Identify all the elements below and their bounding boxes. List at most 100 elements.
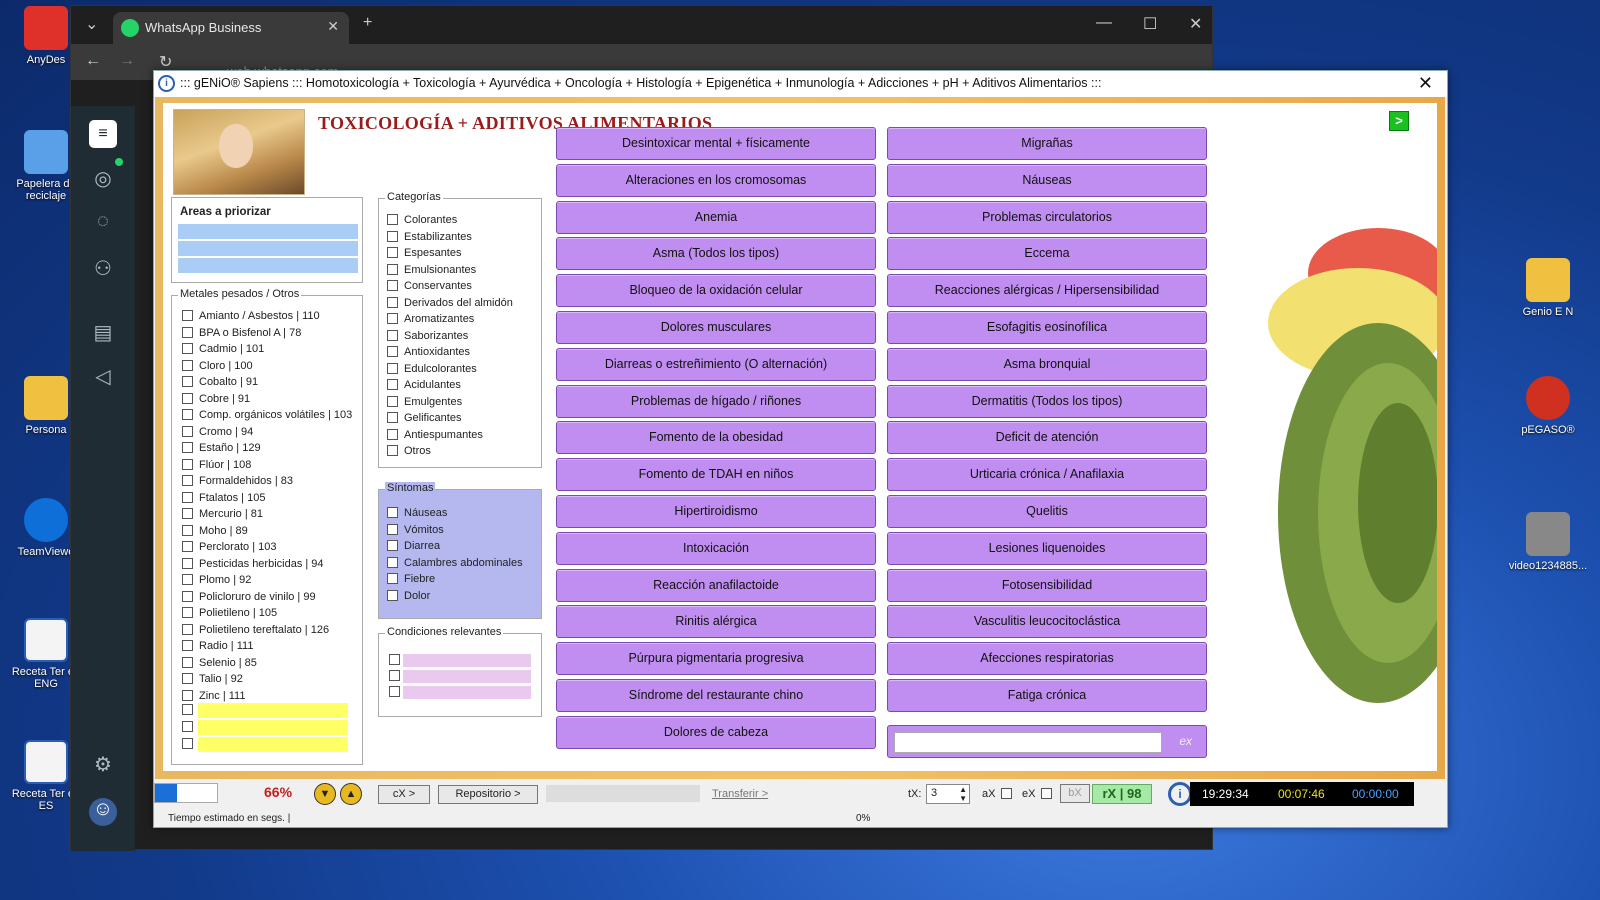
category-item[interactable]: Emulsionantes [387, 263, 476, 280]
checkbox[interactable] [182, 590, 193, 602]
new-tab-icon[interactable]: + [363, 14, 373, 31]
category-item[interactable]: Colorantes [387, 214, 457, 230]
checkbox[interactable] [182, 442, 193, 453]
category-item[interactable]: Saborizantes [387, 329, 468, 346]
checkbox[interactable] [387, 296, 398, 308]
profile-avatar[interactable]: ☺ [89, 798, 117, 826]
metal-extra-2[interactable] [182, 721, 199, 737]
checkbox[interactable] [182, 721, 193, 732]
checkbox[interactable] [182, 524, 193, 536]
metal-extra-field-1[interactable] [198, 703, 348, 718]
metal-extra-3[interactable] [182, 738, 199, 754]
desktop-icon-teamviewer[interactable]: TeamViewe [6, 498, 86, 558]
metal-item[interactable]: Polietileno tereftalato | 126 [182, 623, 329, 640]
search-input[interactable] [894, 732, 1162, 753]
metal-item[interactable]: BPA o Bisfenol A | 78 [182, 326, 301, 343]
condition-button[interactable]: Fotosensibilidad [887, 568, 1207, 602]
metal-item[interactable]: Plomo | 92 [182, 574, 251, 590]
condition-button[interactable]: Problemas de hígado / riñones [556, 384, 876, 418]
condition-button[interactable]: Diarreas o estreñimiento (O alternación) [556, 347, 876, 381]
condition-button[interactable]: Bloqueo de la oxidación celular [556, 274, 876, 308]
condition-button[interactable]: Náuseas [887, 163, 1207, 197]
checkbox[interactable] [182, 541, 193, 552]
area-bar-1[interactable] [178, 224, 358, 239]
desktop-icon-recycle-bin[interactable]: Papelera de reciclaje [6, 130, 86, 202]
metal-item[interactable]: Formaldehidos | 83 [182, 475, 293, 491]
minimize-icon[interactable]: — [1096, 14, 1112, 31]
maximize-icon[interactable]: ☐ [1143, 16, 1158, 33]
catalog-icon[interactable]: ▤ [93, 322, 113, 344]
chats-icon[interactable]: ≡ [89, 120, 117, 148]
status-icon[interactable]: ◎ [94, 168, 112, 190]
metal-item[interactable]: Estaño | 129 [182, 442, 261, 458]
metal-item[interactable]: Cromo | 94 [182, 425, 253, 442]
category-item[interactable]: Espesantes [387, 247, 461, 263]
cx-button[interactable]: cX > [378, 785, 430, 804]
metal-item[interactable]: Perclorato | 103 [182, 541, 276, 557]
condition-button[interactable]: Púrpura pigmentaria progresiva [556, 642, 876, 676]
checkbox[interactable] [387, 589, 398, 601]
symptom-item[interactable]: Diarrea [387, 540, 440, 556]
condition-button[interactable]: Dolores de cabeza [556, 715, 876, 749]
metal-item[interactable]: Radio | 111 [182, 640, 253, 656]
desktop-icon-anydesk[interactable]: AnyDes [6, 6, 86, 66]
metal-extra-field-2[interactable] [198, 720, 348, 735]
condition-button[interactable]: Intoxicación [556, 531, 876, 565]
info-button-icon[interactable]: i [1168, 782, 1192, 806]
ax-checkbox[interactable] [1001, 788, 1012, 799]
condition-button[interactable]: Reacciones alérgicas / Hipersensibilidad [887, 274, 1207, 308]
condition-button[interactable]: Síndrome del restaurante chino [556, 679, 876, 712]
reload-icon[interactable]: ↻ [159, 54, 173, 71]
checkbox[interactable] [387, 556, 398, 568]
metal-item[interactable]: Talio | 92 [182, 673, 243, 689]
condition-button[interactable]: Fomento de la obesidad [556, 421, 876, 455]
condition-button[interactable]: Lesiones liquenoides [887, 531, 1207, 565]
checkbox[interactable] [387, 313, 398, 324]
checkbox[interactable] [387, 329, 398, 341]
checkbox[interactable] [387, 263, 398, 275]
category-item[interactable]: Conservantes [387, 280, 472, 296]
checkbox[interactable] [182, 326, 193, 338]
close-window-icon[interactable]: ✕ [1189, 16, 1203, 33]
area-bar-3[interactable] [178, 258, 358, 273]
checkbox[interactable] [182, 475, 193, 486]
metal-item[interactable]: Pesticidas herbicidas | 94 [182, 557, 324, 574]
symptom-item[interactable]: Náuseas [387, 507, 447, 523]
condition-button[interactable]: Dolores musculares [556, 311, 876, 344]
spinner-arrows-icon[interactable]: ▲▼ [959, 785, 967, 803]
metal-extra-1[interactable] [182, 704, 199, 720]
filter-down-icon[interactable]: ▼ [314, 783, 336, 805]
checkbox[interactable] [389, 654, 400, 665]
checkbox[interactable] [387, 428, 398, 440]
condition-button[interactable]: Dermatitis (Todos los tipos) [887, 384, 1207, 418]
metal-item[interactable]: Zinc | 111 [182, 689, 245, 706]
condition-button[interactable]: Eccema [887, 237, 1207, 271]
category-item[interactable]: Otros [387, 445, 431, 461]
category-item[interactable]: Acidulantes [387, 379, 461, 395]
desktop-icon-receta-eng[interactable]: Receta Ter en ENG [6, 618, 86, 690]
condition-button[interactable]: Vasculitis leucocitoclástica [887, 605, 1207, 639]
condition-button[interactable]: Problemas circulatorios [887, 200, 1207, 234]
metal-item[interactable]: Mercurio | 81 [182, 508, 263, 524]
checkbox[interactable] [182, 623, 193, 635]
metal-item[interactable]: Moho | 89 [182, 524, 248, 541]
checkbox[interactable] [182, 557, 193, 569]
condition-button[interactable]: Hipertiroidismo [556, 495, 876, 528]
condition-2[interactable] [389, 670, 406, 686]
checkbox[interactable] [387, 445, 398, 456]
checkbox[interactable] [182, 640, 193, 651]
checkbox[interactable] [387, 230, 398, 242]
transferir-link[interactable]: Transferir > [712, 788, 769, 800]
close-tab-icon[interactable]: ✕ [327, 18, 339, 34]
checkbox[interactable] [182, 704, 193, 715]
checkbox[interactable] [387, 362, 398, 374]
desktop-icon-genio[interactable]: Genio E N [1508, 258, 1588, 318]
metal-extra-field-3[interactable] [198, 737, 348, 752]
checkbox[interactable] [182, 607, 193, 618]
checkbox[interactable] [387, 523, 398, 535]
desktop-icon-video[interactable]: video1234885... [1508, 512, 1588, 572]
metal-item[interactable]: Cobre | 91 [182, 392, 250, 409]
repositorio-button[interactable]: Repositorio > [438, 785, 538, 804]
bx-button[interactable]: bX [1060, 784, 1090, 803]
condition-button[interactable]: Desintoxicar mental + físicamente [556, 127, 876, 160]
